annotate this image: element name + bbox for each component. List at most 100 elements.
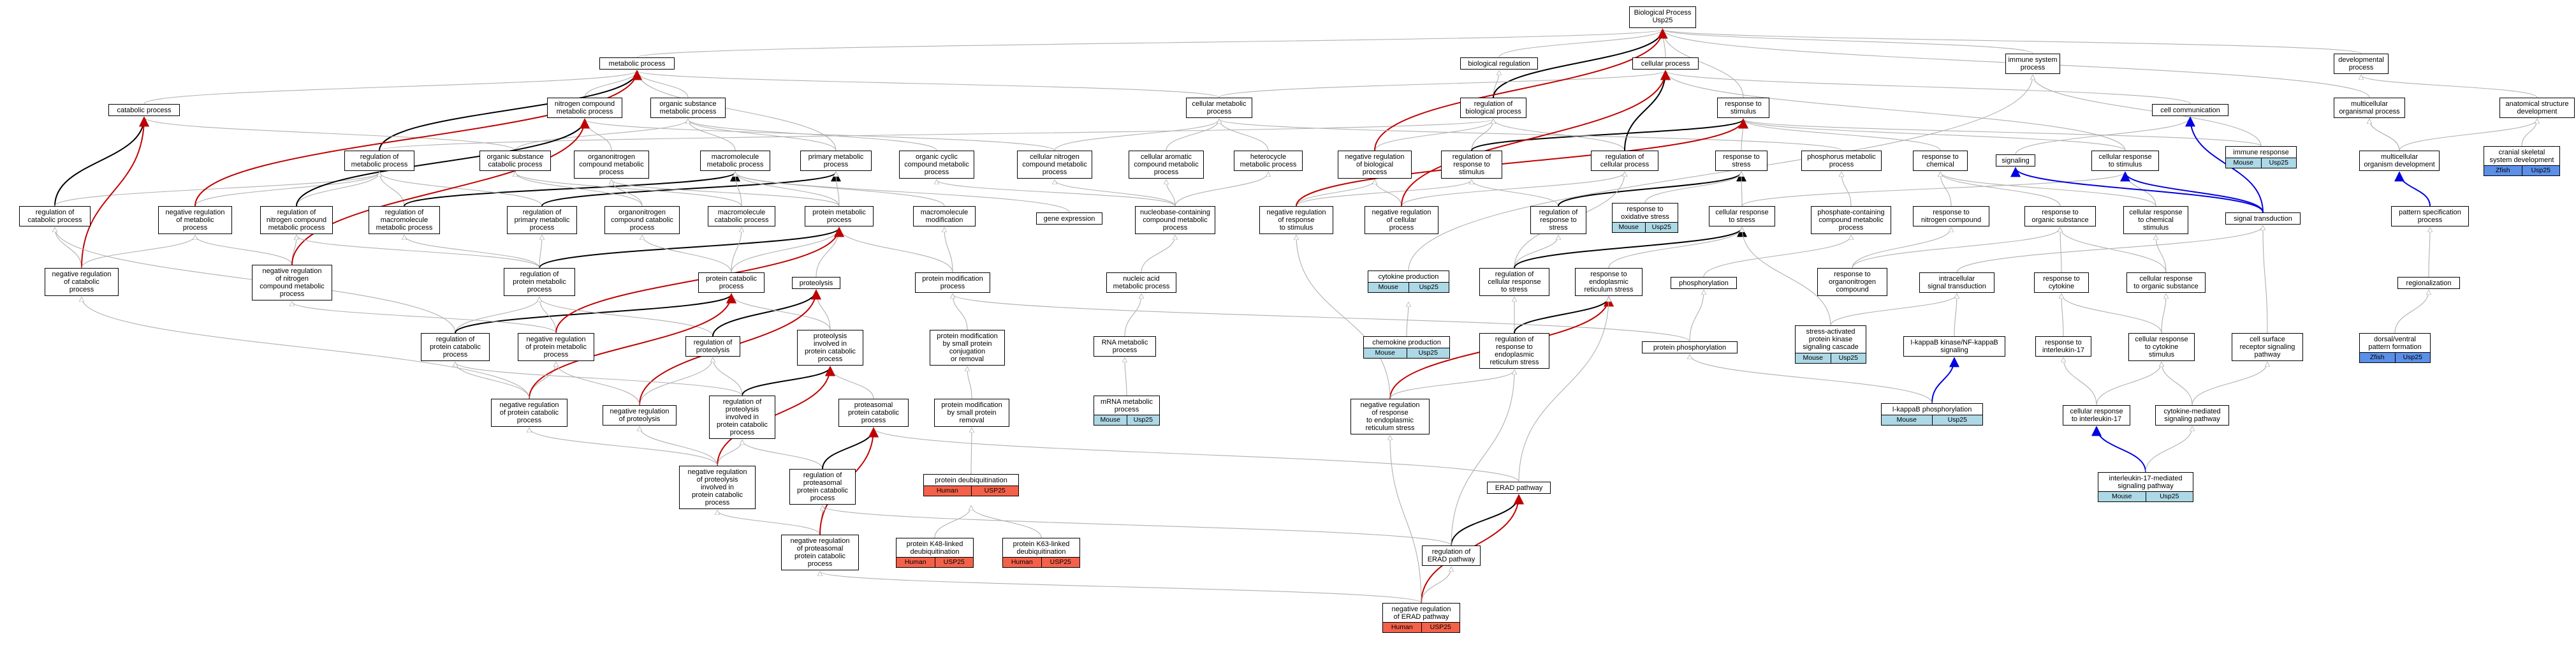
go-term-negregcell[interactable]: negative regulation of cellular process bbox=[1365, 206, 1438, 234]
go-term-multi_org[interactable]: multicellular organismal process bbox=[2334, 98, 2405, 118]
go-term-cellresp_org[interactable]: cellular response to organic substance bbox=[2126, 272, 2206, 293]
go-term-anat_dev[interactable]: anatomical structure development bbox=[2499, 98, 2575, 118]
go-term-orgcyc[interactable]: organic cyclic compound metabolic proces… bbox=[899, 151, 974, 179]
go-term-regcell[interactable]: regulation of cellular process bbox=[1591, 151, 1658, 171]
go-term-nucleobase[interactable]: nucleobase-containing compound metabolic… bbox=[1135, 206, 1215, 234]
go-term-regprotcat[interactable]: regulation of protein catabolic process bbox=[421, 333, 490, 361]
go-term-resp_str[interactable]: response to stress bbox=[1715, 151, 1767, 171]
go-term-protcat[interactable]: protein catabolic process bbox=[698, 272, 765, 293]
go-term-resp_nit[interactable]: response to nitrogen compound bbox=[1913, 206, 1989, 226]
go-term-regcellresp_str[interactable]: regulation of cellular response to stres… bbox=[1479, 268, 1549, 296]
go-term-regprotinv[interactable]: regulation of proteolysis involved in pr… bbox=[709, 396, 775, 439]
go-term-cellresp_il17[interactable]: cellular response to interleukin-17 bbox=[2063, 405, 2130, 426]
go-term-macrometab[interactable]: macromolecule metabolic process bbox=[700, 151, 770, 171]
go-term-negregresp_er[interactable]: negative regulation of response to endop… bbox=[1350, 399, 1430, 434]
go-term-intracell[interactable]: intracellular signal transduction bbox=[1919, 272, 1994, 293]
go-term-negregcatab[interactable]: negative regulation of catabolic process bbox=[45, 268, 119, 296]
go-term-cellproc[interactable]: cellular process bbox=[1632, 57, 1699, 70]
go-term-resp_il17[interactable]: response to interleukin-17 bbox=[2035, 336, 2091, 357]
go-term-regmacro[interactable]: regulation of macromolecule metabolic pr… bbox=[369, 206, 440, 234]
go-term-regprim[interactable]: regulation of primary metabolic process bbox=[507, 206, 577, 234]
go-term-bp[interactable]: Biological Process Usp25 bbox=[1629, 6, 1696, 28]
go-term-ikappa[interactable]: I-kappaB kinase/NF-kappaB signaling bbox=[1903, 336, 2005, 357]
go-term-proteasomal[interactable]: proteasomal protein catabolic process bbox=[838, 399, 909, 427]
go-term-negregresp[interactable]: negative regulation of response to stimu… bbox=[1259, 206, 1333, 234]
go-term-negregprotcat[interactable]: negative regulation of protein catabolic… bbox=[491, 399, 567, 427]
go-term-nucacid[interactable]: nucleic acid metabolic process bbox=[1106, 272, 1176, 293]
go-term-protphos[interactable]: protein phosphorylation bbox=[1642, 341, 1738, 353]
go-term-resp_org[interactable]: response to organic substance bbox=[2024, 206, 2096, 226]
go-term-regbp[interactable]: regulation of biological process bbox=[1460, 98, 1526, 118]
go-term-negregprotmetab[interactable]: negative regulation of protein metabolic… bbox=[518, 333, 594, 361]
go-term-regprotmetab[interactable]: regulation of protein metabolic process bbox=[504, 268, 575, 296]
go-term-regcatab[interactable]: regulation of catabolic process bbox=[19, 206, 91, 226]
go-term-regproteolysis[interactable]: regulation of proteolysis bbox=[685, 336, 740, 357]
go-term-resp_stim[interactable]: response to stimulus bbox=[1717, 98, 1769, 118]
go-term-pattern[interactable]: pattern specification process bbox=[2391, 206, 2469, 226]
go-term-devproc[interactable]: developmental process bbox=[2334, 54, 2389, 74]
go-term-protmod_rem[interactable]: protein modification by small protein re… bbox=[934, 399, 1009, 427]
go-term-cytmed[interactable]: cytokine-mediated signaling pathway bbox=[2155, 405, 2229, 426]
go-term-phosphorylation[interactable]: phosphorylation bbox=[1671, 277, 1737, 289]
go-term-resp_orgnit[interactable]: response to organonitrogen compound bbox=[1817, 268, 1887, 296]
go-term-regproteasomal[interactable]: regulation of proteasomal protein catabo… bbox=[789, 469, 856, 505]
go-term-regmetab[interactable]: regulation of metabolic process bbox=[344, 151, 414, 171]
go-term-protmod[interactable]: protein modification process bbox=[915, 272, 990, 293]
go-term-metab[interactable]: metabolic process bbox=[599, 57, 675, 70]
go-term-stressmapk[interactable]: stress-activated protein kinase signalin… bbox=[1795, 325, 1866, 364]
go-term-orgsubcat[interactable]: organic substance catabolic process bbox=[479, 151, 551, 171]
go-term-negregproteolysis[interactable]: negative regulation of proteolysis bbox=[603, 405, 677, 426]
go-term-orgsub[interactable]: organic substance metabolic process bbox=[650, 98, 726, 118]
go-term-macromod[interactable]: macromolecule modification bbox=[913, 206, 976, 226]
go-term-negregprotinv[interactable]: negative regulation of proteolysis invol… bbox=[679, 466, 756, 509]
go-term-cellsurf[interactable]: cell surface receptor signaling pathway bbox=[2232, 333, 2303, 361]
go-term-negregbp[interactable]: negative regulation of biological proces… bbox=[1338, 151, 1412, 179]
go-term-cellcomm[interactable]: cell communication bbox=[2152, 104, 2228, 116]
go-term-regionalization[interactable]: regionalization bbox=[2397, 277, 2460, 289]
go-term-resp_cyt[interactable]: response to cytokine bbox=[2034, 272, 2089, 293]
go-term-signaling[interactable]: signaling bbox=[1996, 154, 2035, 167]
go-term-erad[interactable]: ERAD pathway bbox=[1487, 482, 1551, 494]
go-term-regerad[interactable]: regulation of ERAD pathway bbox=[1422, 545, 1481, 566]
go-term-cellresp_stim[interactable]: cellular response to stimulus bbox=[2091, 151, 2159, 171]
go-term-regnitmetab[interactable]: regulation of nitrogen compound metaboli… bbox=[260, 206, 333, 234]
go-term-sigtrans[interactable]: signal transduction bbox=[2225, 212, 2301, 225]
go-term-immsys[interactable]: immune system process bbox=[2005, 54, 2060, 74]
go-term-biolreg[interactable]: biological regulation bbox=[1460, 57, 1538, 70]
go-term-phosmetab[interactable]: phosphorus metabolic process bbox=[1801, 151, 1882, 171]
go-term-proteolysis[interactable]: proteolysis bbox=[792, 277, 840, 289]
go-term-cellmetab[interactable]: cellular metabolic process bbox=[1186, 98, 1252, 118]
go-term-geneexp[interactable]: gene expression bbox=[1036, 212, 1102, 225]
go-term-protmetab[interactable]: protein metabolic process bbox=[805, 206, 874, 226]
go-term-macrocat[interactable]: macromolecule catabolic process bbox=[708, 206, 775, 226]
go-term-catab[interactable]: catabolic process bbox=[108, 104, 180, 116]
go-term-organonit[interactable]: organonitrogen compound metabolic proces… bbox=[574, 151, 649, 179]
go-term-rnametab[interactable]: RNA metabolic process bbox=[1094, 336, 1156, 357]
go-term-hetero[interactable]: heterocycle metabolic process bbox=[1234, 151, 1303, 171]
go-term-regresp_str[interactable]: regulation of response to stress bbox=[1530, 206, 1586, 234]
go-term-protmod_small[interactable]: protein modification by small protein co… bbox=[930, 330, 1005, 366]
go-term-resp_chem[interactable]: response to chemical bbox=[1913, 151, 1968, 171]
go-term-regresp_er[interactable]: regulation of response to endoplasmic re… bbox=[1479, 333, 1549, 369]
go-term-cellresp_chem[interactable]: cellular response to chemical stimulus bbox=[2123, 206, 2188, 234]
go-term-negregnit[interactable]: negative regulation of nitrogen compound… bbox=[252, 265, 332, 300]
go-term-cellarom[interactable]: cellular aromatic compound metabolic pro… bbox=[1129, 151, 1204, 179]
go-term-multi_dev[interactable]: multicellular organism development bbox=[2359, 151, 2440, 171]
go-term-nitrog[interactable]: nitrogen compound metabolic process bbox=[547, 98, 622, 118]
go-term-negregproteasomal[interactable]: negative regulation of proteasomal prote… bbox=[781, 535, 859, 570]
go-term-negregmetab[interactable]: negative regulation of metabolic process bbox=[158, 206, 232, 234]
go-term-cellresp_str[interactable]: cellular response to stress bbox=[1709, 206, 1775, 226]
go-term-organonitcat[interactable]: organonitrogen compound catabolic proces… bbox=[604, 206, 680, 234]
go-term-proteolysis_inv[interactable]: proteolysis involved in protein cataboli… bbox=[797, 330, 863, 366]
